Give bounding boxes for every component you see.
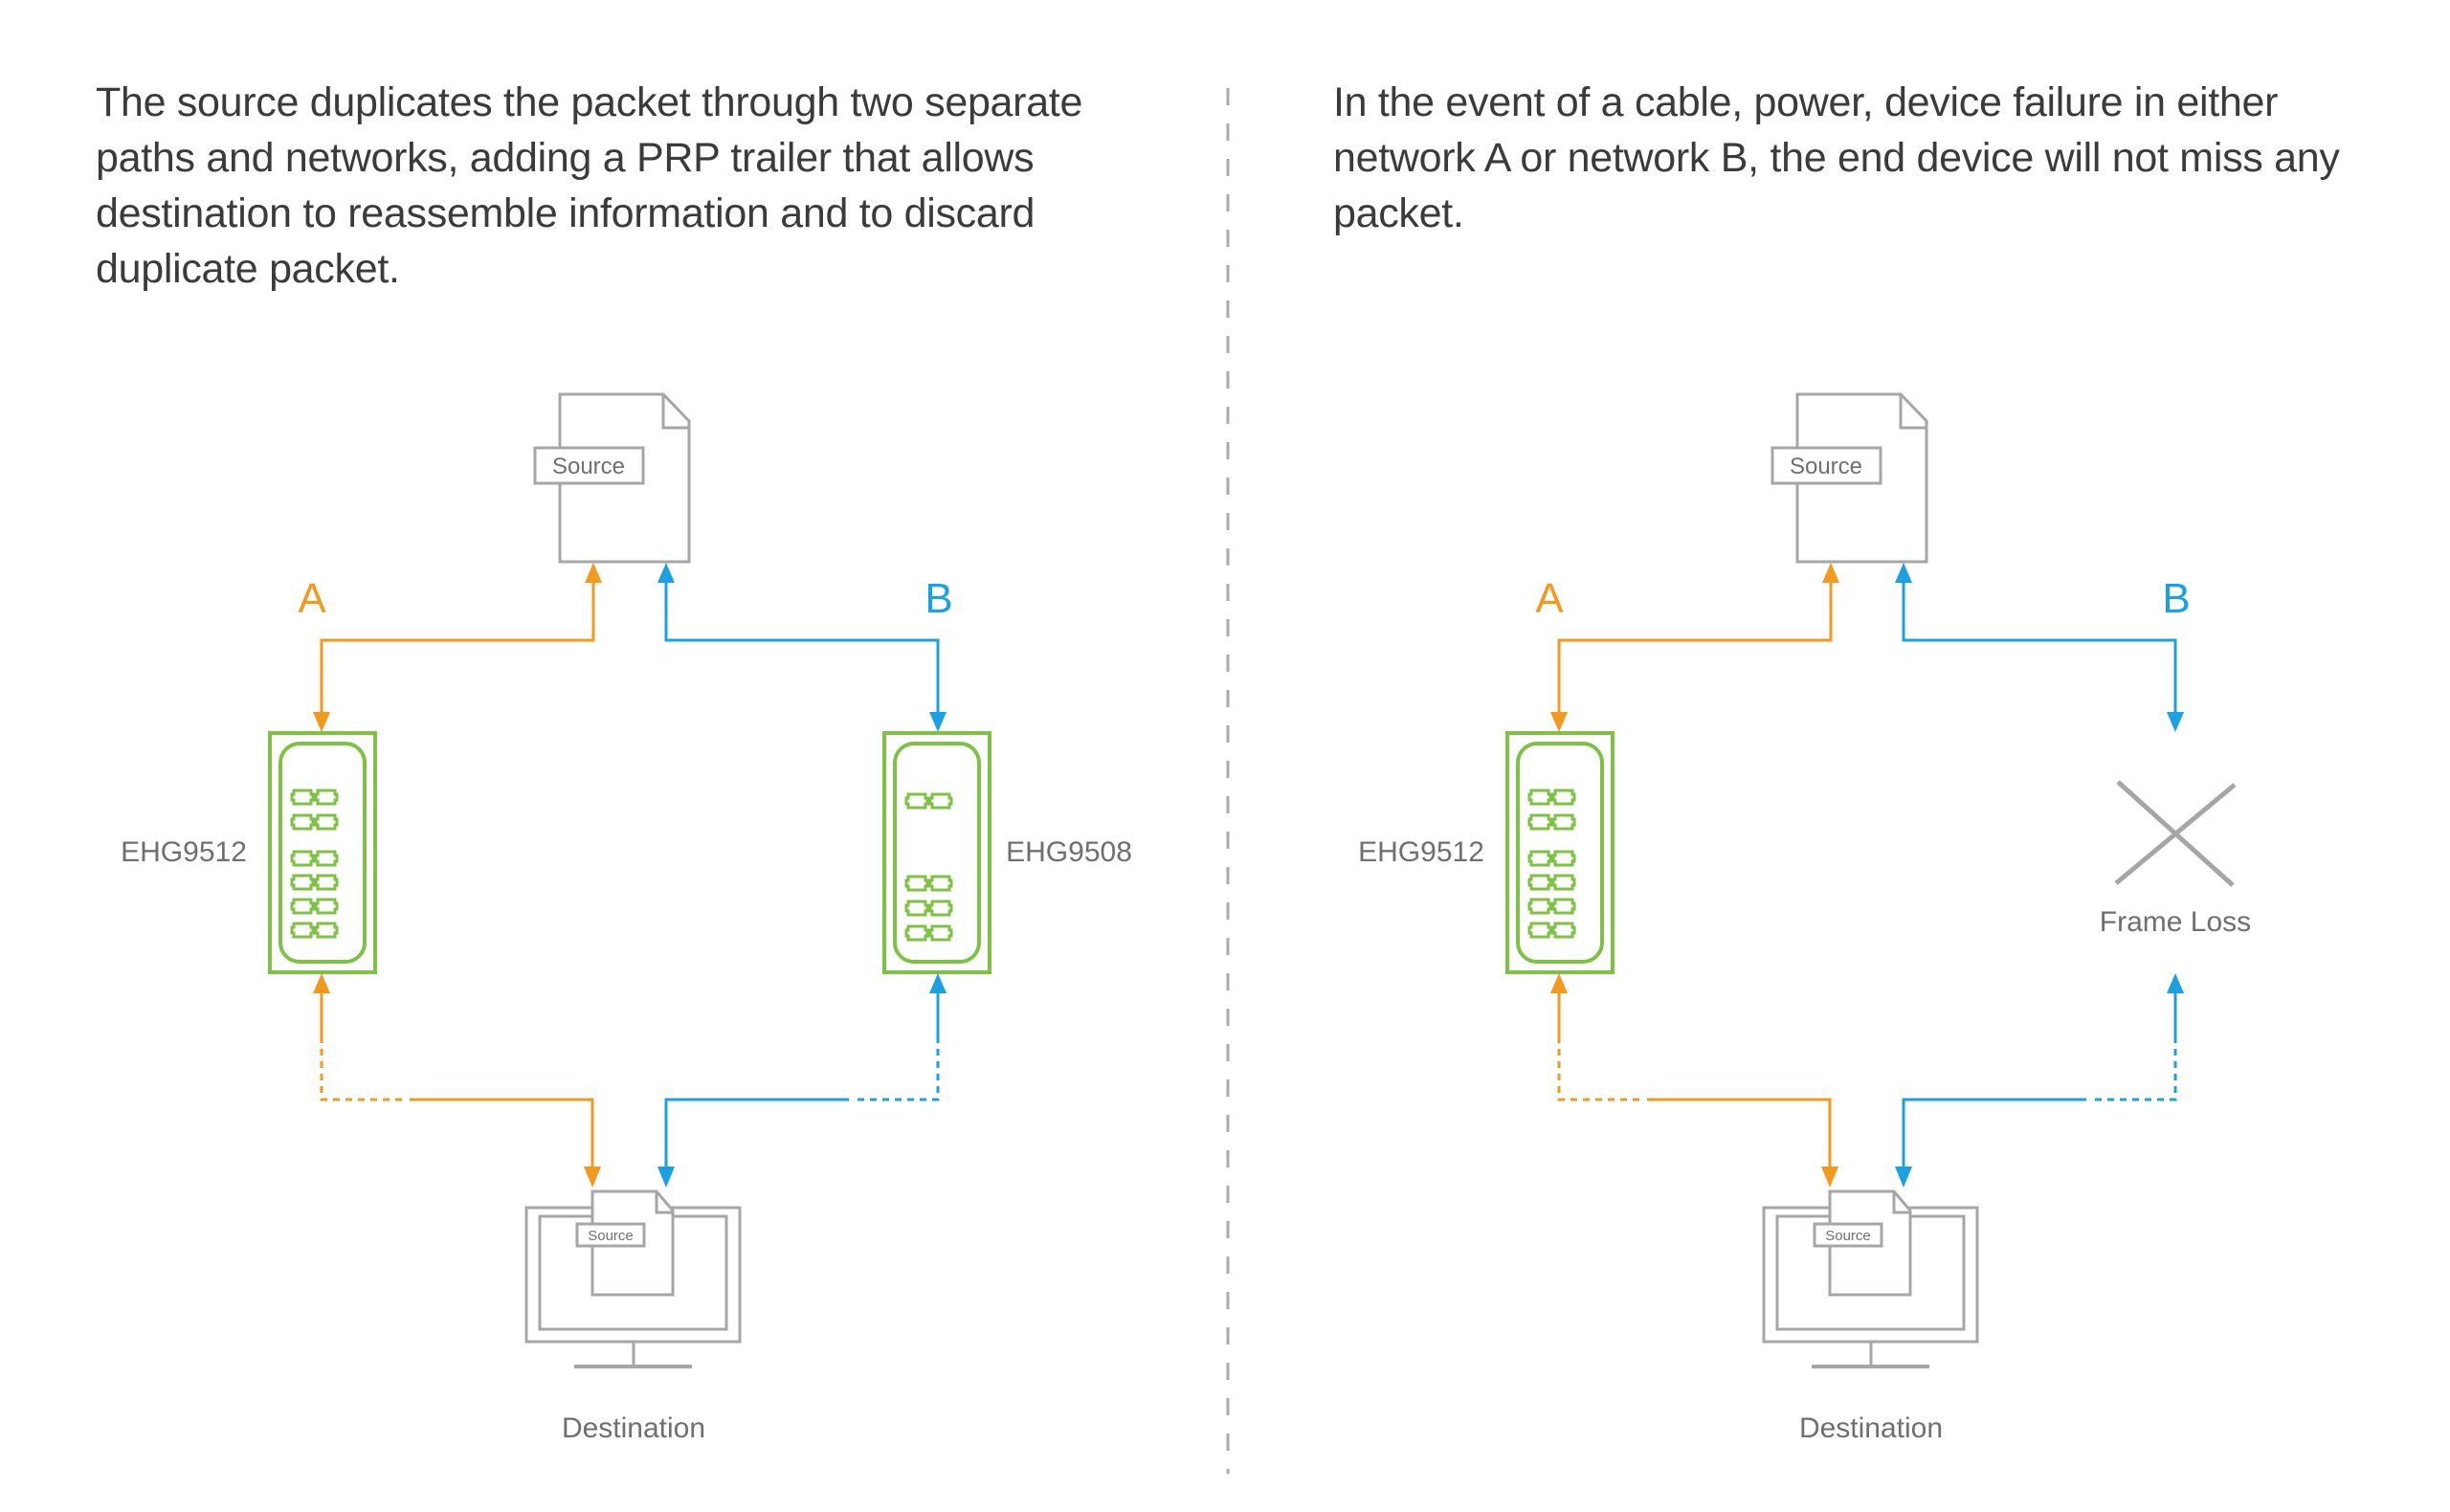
switch-a-label: EHG9512 [1358,836,1484,868]
switch-ehg9512-icon [268,731,377,974]
source-label: Source [1790,454,1862,479]
destination-doc-label: Source [1825,1228,1871,1244]
network-b-lower-path [1895,973,2184,1188]
network-a-upper-path [1550,563,1839,732]
left-description: The source duplicates the packet through… [96,79,1083,292]
network-a-upper-path [313,563,602,732]
network-b-lower-path [657,973,947,1188]
x-cross-icon [2114,780,2237,887]
network-b-label: B [2162,575,2190,622]
destination-doc-label: Source [588,1228,634,1244]
destination-label: Destination [1799,1412,1943,1444]
source-document-icon: Source [1771,392,1928,564]
destination-monitor-icon [1762,1190,1979,1368]
network-b-label: B [924,575,952,622]
right-panel: Source A B EHG9512 [1358,392,2251,1444]
network-b-upper-path [1895,563,2184,732]
source-label: Source [552,454,625,479]
network-a-label: A [298,575,326,622]
frame-loss-label: Frame Loss [2100,906,2251,938]
switch-a-label: EHG9512 [121,836,247,868]
switch-ehg9508-icon [882,731,991,974]
destination-label: Destination [562,1412,705,1444]
network-b-upper-path [657,563,947,732]
network-a-lower-path [313,973,601,1188]
right-description: In the event of a cable, power, device f… [1333,79,2340,236]
switch-b-label: EHG9508 [1006,836,1132,868]
destination-monitor-icon [524,1190,742,1368]
left-panel: Source A B [121,392,1132,1444]
switch-ehg9512-icon [1505,731,1615,974]
network-a-label: A [1535,575,1564,622]
source-document-icon: Source [533,392,691,564]
network-a-lower-path [1550,973,1838,1188]
